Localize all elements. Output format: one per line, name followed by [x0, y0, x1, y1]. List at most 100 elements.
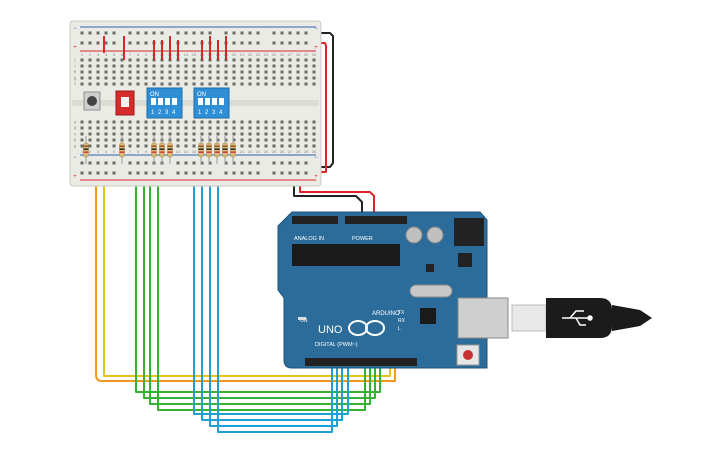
breadboard-hole[interactable] — [264, 58, 268, 62]
rail-hole[interactable] — [224, 171, 228, 175]
breadboard-hole[interactable] — [296, 138, 300, 142]
breadboard-hole[interactable] — [216, 76, 220, 80]
breadboard-hole[interactable] — [96, 138, 100, 142]
breadboard-hole[interactable] — [288, 138, 292, 142]
rail-hole[interactable] — [272, 41, 276, 45]
breadboard-hole[interactable] — [256, 82, 260, 86]
wire-red-rail[interactable] — [316, 42, 327, 173]
breadboard-hole[interactable] — [264, 144, 268, 148]
breadboard-hole[interactable] — [232, 64, 236, 68]
breadboard-hole[interactable] — [192, 82, 196, 86]
breadboard-hole[interactable] — [248, 132, 252, 136]
breadboard-hole[interactable] — [200, 138, 204, 142]
rail-hole[interactable] — [296, 161, 300, 165]
breadboard-hole[interactable] — [184, 58, 188, 62]
wire-black-rail[interactable] — [316, 32, 334, 168]
breadboard-hole[interactable] — [184, 126, 188, 130]
push-button[interactable] — [83, 91, 101, 111]
breadboard-hole[interactable] — [168, 120, 172, 124]
breadboard-hole[interactable] — [128, 70, 132, 74]
rail-hole[interactable] — [288, 31, 292, 35]
breadboard-hole[interactable] — [256, 138, 260, 142]
breadboard-hole[interactable] — [216, 120, 220, 124]
breadboard-hole[interactable] — [104, 58, 108, 62]
breadboard-hole[interactable] — [240, 144, 244, 148]
rail-hole[interactable] — [248, 171, 252, 175]
rail-hole[interactable] — [192, 41, 196, 45]
rail-hole[interactable] — [184, 31, 188, 35]
breadboard-hole[interactable] — [144, 120, 148, 124]
resistor[interactable] — [198, 142, 204, 158]
breadboard-hole[interactable] — [312, 76, 316, 80]
breadboard-hole[interactable] — [312, 64, 316, 68]
breadboard-hole[interactable] — [88, 138, 92, 142]
breadboard-hole[interactable] — [88, 120, 92, 124]
rail-hole[interactable] — [304, 171, 308, 175]
breadboard-hole[interactable] — [112, 58, 116, 62]
breadboard-hole[interactable] — [304, 144, 308, 148]
rail-hole[interactable] — [104, 31, 108, 35]
rail-hole[interactable] — [200, 31, 204, 35]
breadboard-hole[interactable] — [272, 132, 276, 136]
breadboard-hole[interactable] — [312, 82, 316, 86]
breadboard-hole[interactable] — [280, 138, 284, 142]
breadboard-hole[interactable] — [160, 120, 164, 124]
breadboard-hole[interactable] — [104, 120, 108, 124]
breadboard-hole[interactable] — [136, 64, 140, 68]
rail-hole[interactable] — [192, 31, 196, 35]
breadboard-hole[interactable] — [152, 82, 156, 86]
rail-hole[interactable] — [280, 41, 284, 45]
dip-switch-1-toggle-4[interactable] — [172, 98, 177, 105]
breadboard-hole[interactable] — [160, 82, 164, 86]
breadboard-hole[interactable] — [296, 76, 300, 80]
breadboard-hole[interactable] — [96, 132, 100, 136]
breadboard-hole[interactable] — [176, 70, 180, 74]
slide-switch-knob[interactable] — [121, 97, 129, 107]
breadboard-hole[interactable] — [232, 76, 236, 80]
breadboard-hole[interactable] — [208, 70, 212, 74]
breadboard-hole[interactable] — [256, 76, 260, 80]
breadboard-hole[interactable] — [304, 132, 308, 136]
breadboard-hole[interactable] — [224, 82, 228, 86]
breadboard-hole[interactable] — [224, 126, 228, 130]
breadboard-hole[interactable] — [224, 120, 228, 124]
breadboard-hole[interactable] — [168, 76, 172, 80]
breadboard-hole[interactable] — [128, 144, 132, 148]
breadboard-hole[interactable] — [208, 64, 212, 68]
rail-hole[interactable] — [296, 31, 300, 35]
breadboard-hole[interactable] — [280, 76, 284, 80]
rail-hole[interactable] — [128, 161, 132, 165]
usb-cable[interactable] — [511, 298, 652, 338]
breadboard-hole[interactable] — [152, 70, 156, 74]
breadboard-hole[interactable] — [104, 144, 108, 148]
breadboard-hole[interactable] — [128, 76, 132, 80]
rail-hole[interactable] — [104, 171, 108, 175]
rail-hole[interactable] — [304, 41, 308, 45]
breadboard-hole[interactable] — [168, 126, 172, 130]
breadboard-hole[interactable] — [152, 76, 156, 80]
rail-hole[interactable] — [280, 171, 284, 175]
rail-hole[interactable] — [248, 31, 252, 35]
rail-hole[interactable] — [224, 161, 228, 165]
breadboard-hole[interactable] — [184, 144, 188, 148]
breadboard-hole[interactable] — [104, 82, 108, 86]
resistor[interactable] — [151, 142, 157, 158]
breadboard-hole[interactable] — [160, 70, 164, 74]
breadboard-hole[interactable] — [248, 144, 252, 148]
breadboard-hole[interactable] — [240, 126, 244, 130]
breadboard-hole[interactable] — [176, 126, 180, 130]
breadboard-hole[interactable] — [256, 126, 260, 130]
breadboard-hole[interactable] — [184, 132, 188, 136]
breadboard-hole[interactable] — [128, 132, 132, 136]
breadboard-hole[interactable] — [88, 82, 92, 86]
breadboard-hole[interactable] — [264, 64, 268, 68]
rail-hole[interactable] — [104, 41, 108, 45]
dip-switch-1-toggle-3[interactable] — [165, 98, 170, 105]
rail-hole[interactable] — [288, 161, 292, 165]
rail-hole[interactable] — [88, 171, 92, 175]
resistor[interactable] — [206, 142, 212, 158]
breadboard-hole[interactable] — [304, 70, 308, 74]
rail-hole[interactable] — [152, 171, 156, 175]
resistor[interactable] — [230, 142, 236, 158]
breadboard-hole[interactable] — [200, 64, 204, 68]
